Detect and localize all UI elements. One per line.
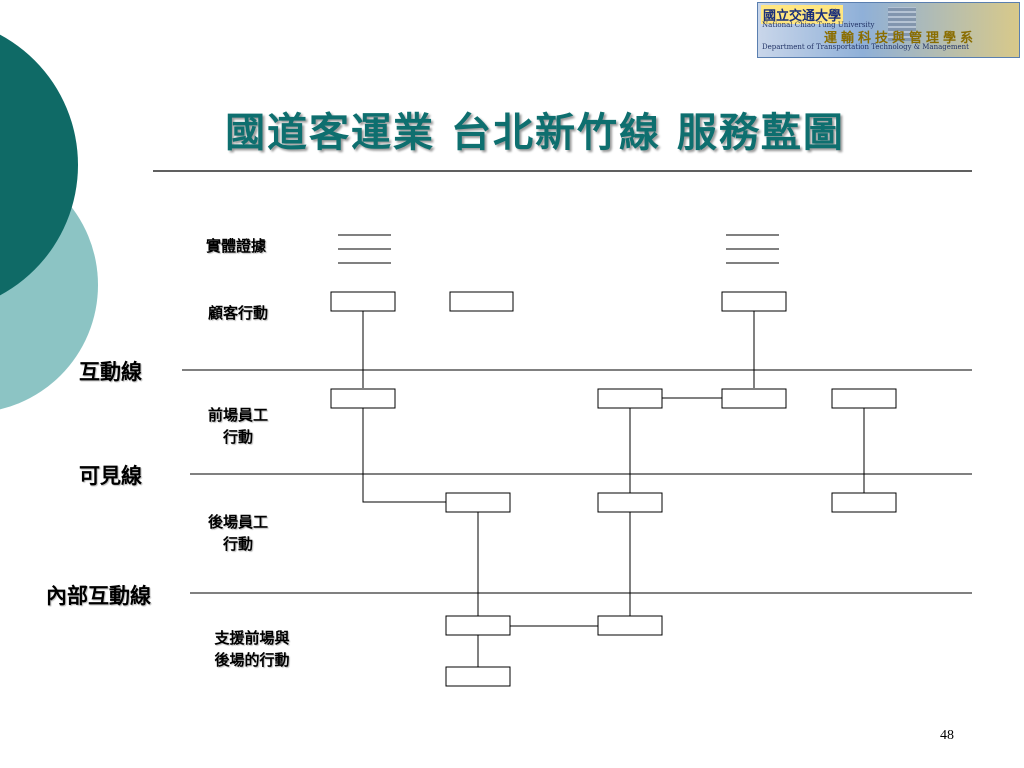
onstage-action-box [831,388,897,409]
slide-title: 國道客運業 台北新竹線 服務藍圖 [225,109,845,156]
onstage-action-box [330,388,396,409]
logo-university: 國立交通大學 [761,5,844,24]
dark-circle [0,34,78,296]
lane-label-onstage-line2: 行動 [222,428,253,446]
evidence-mark-2 [726,234,779,264]
connector-o1-b1 [362,408,446,503]
backstage-action-box [831,492,897,513]
customer-action-box [449,291,514,312]
lane-label-onstage: 前場員工 行動 [208,404,268,448]
label-internal-interaction-line: 內部互動線 [46,583,151,608]
backstage-action-box [445,492,511,513]
connectors [362,311,865,667]
logo-department: 運輸科技與管理學系 [824,31,978,46]
lane-label-backstage-line1: 後場員工 [208,513,269,531]
support-action-box [597,615,663,636]
building-icon [888,7,916,41]
onstage-action-box [721,388,787,409]
lane-label-support: 支援前場與 後場的行動 [200,627,304,671]
label-visibility-line: 可見線 [79,463,142,488]
logo-department-en: Department of Transportation Technology … [762,43,969,51]
backstage-action-box [597,492,663,513]
lane-label-support-line1: 支援前場與 [214,629,290,647]
lane-label-support-line2: 後場的行動 [214,651,290,669]
label-interaction-line: 互動線 [79,359,142,384]
lane-label-customer-actions: 顧客行動 [208,304,269,322]
lane-label-physical-evidence: 實體證據 [206,237,267,255]
support-action-box [445,615,511,636]
page-number: 48 [940,728,954,743]
evidence-mark-1 [338,234,391,264]
lane-label-backstage: 後場員工 行動 [208,511,268,555]
logo-university-en: National Chiao Tung University [762,21,875,29]
onstage-action-box [597,388,663,409]
lane-label-backstage-line2: 行動 [222,535,253,553]
support-action-box [445,666,511,687]
university-logo: 國立交通大學 National Chiao Tung University 運輸… [757,2,1020,58]
customer-action-box [721,291,787,312]
lane-label-onstage-line1: 前場員工 [208,406,269,424]
customer-action-box [330,291,396,312]
